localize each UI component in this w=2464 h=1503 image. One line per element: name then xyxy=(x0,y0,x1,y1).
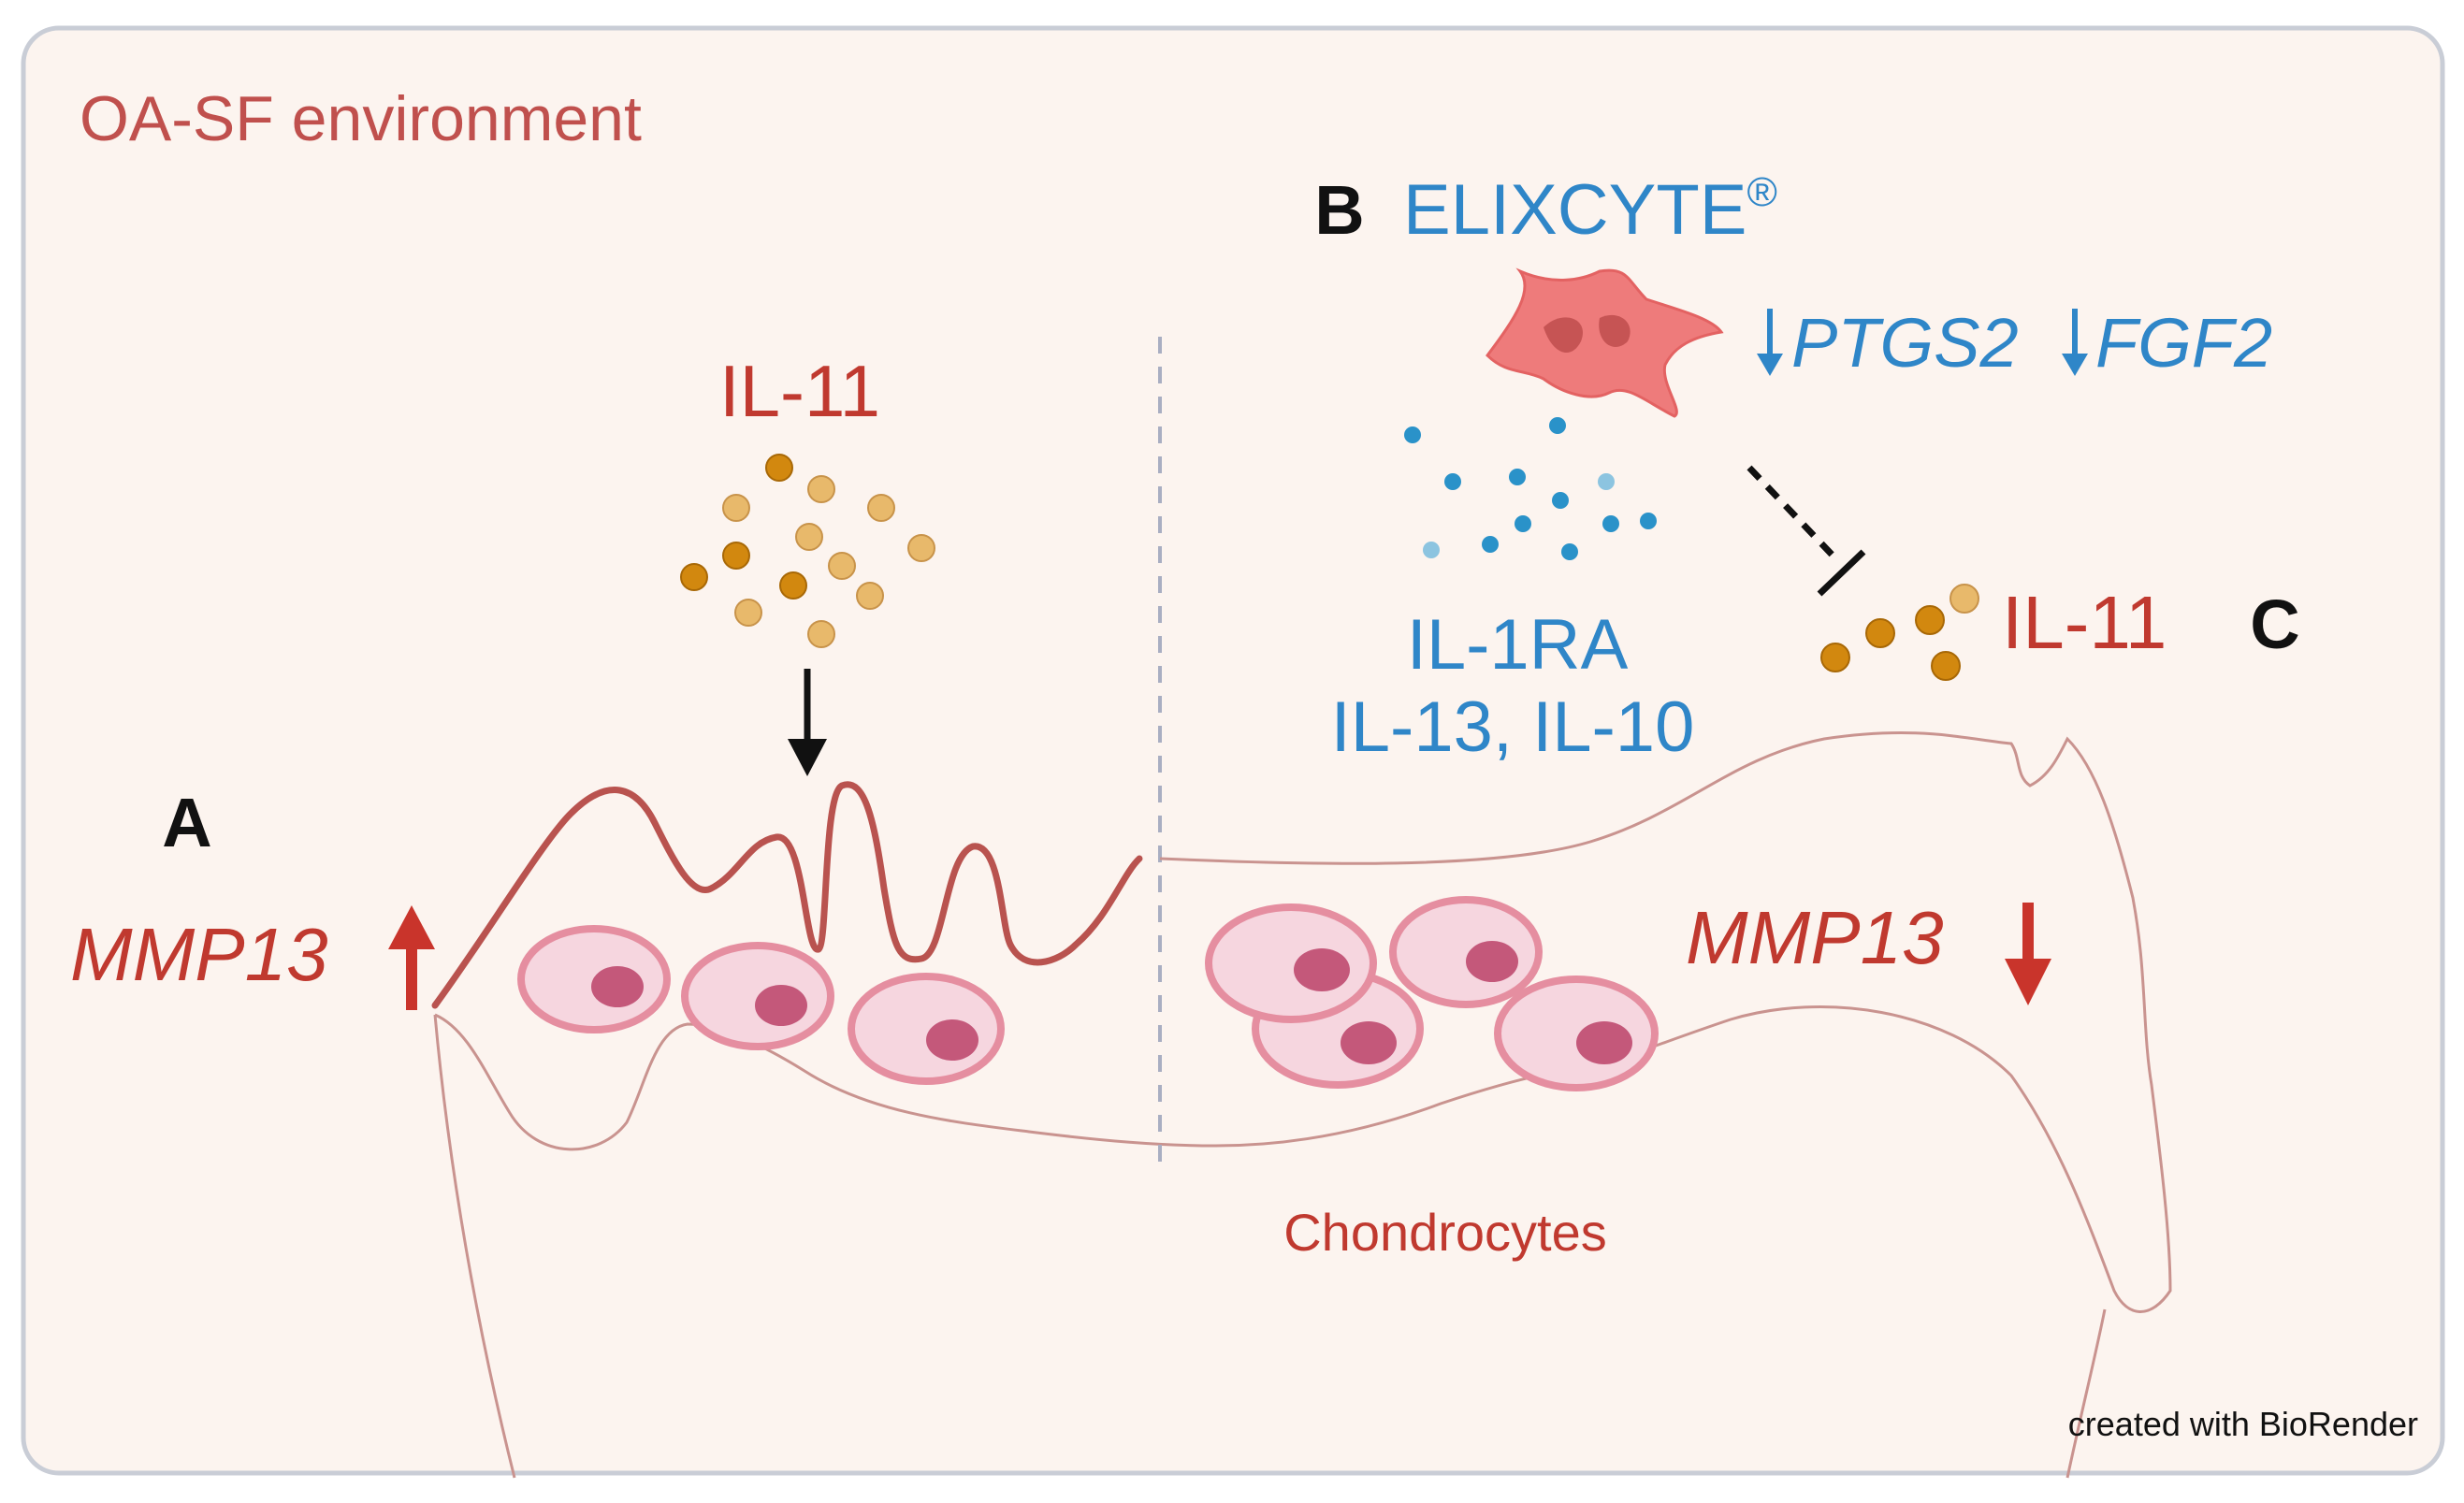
bone-shaft-left xyxy=(433,1014,516,1479)
downregulated-genes: PTGS2 FGF2 xyxy=(1757,304,2272,382)
healthy-cartilage-outline xyxy=(1159,731,2172,1313)
arrow-up-icon xyxy=(388,905,435,1010)
chondrocyte-cells-right xyxy=(1205,896,1659,1091)
bone-shaft-right xyxy=(2065,1308,2107,1479)
il11-label-left: IL-11 xyxy=(719,350,880,432)
biorender-credit: created with BioRender xyxy=(2068,1405,2418,1443)
gene-fgf2: FGF2 xyxy=(2095,304,2272,382)
msc-cell-icon xyxy=(1486,267,1724,418)
elixcyte-label: ELIXCYTE® xyxy=(1403,169,1777,250)
down-arrow-blue-icon xyxy=(2062,309,2088,376)
chondrocytes-label: Chondrocytes xyxy=(1283,1203,1607,1262)
label-c: C xyxy=(2250,585,2299,663)
label-a: A xyxy=(162,784,211,861)
il11-particles-right xyxy=(1820,584,1979,681)
label-b: B xyxy=(1314,171,1364,249)
damaged-cartilage-surface xyxy=(431,781,1143,1009)
panel-background xyxy=(21,25,2445,1476)
gene-ptgs2: PTGS2 xyxy=(1791,304,2019,382)
il11-label-right: IL-11 xyxy=(2002,581,2167,664)
down-arrow-icon xyxy=(788,669,827,776)
secreted-factor-particles xyxy=(1404,417,1657,560)
panel-title: OA-SF environment xyxy=(80,83,642,154)
inhibition-icon xyxy=(1747,465,1866,597)
secreted-factors-line1: IL-1RA xyxy=(1407,605,1629,685)
down-arrow-blue-icon xyxy=(1757,309,1783,376)
mmp13-left-label: MMP13 xyxy=(70,913,328,996)
mmp13-right-label: MMP13 xyxy=(1686,896,1944,979)
secreted-factors-line2: IL-13, IL-10 xyxy=(1331,687,1695,767)
il11-particles-left xyxy=(680,454,935,648)
arrow-down-icon xyxy=(2005,903,2051,1005)
chondrocyte-cells-left xyxy=(517,925,1005,1085)
